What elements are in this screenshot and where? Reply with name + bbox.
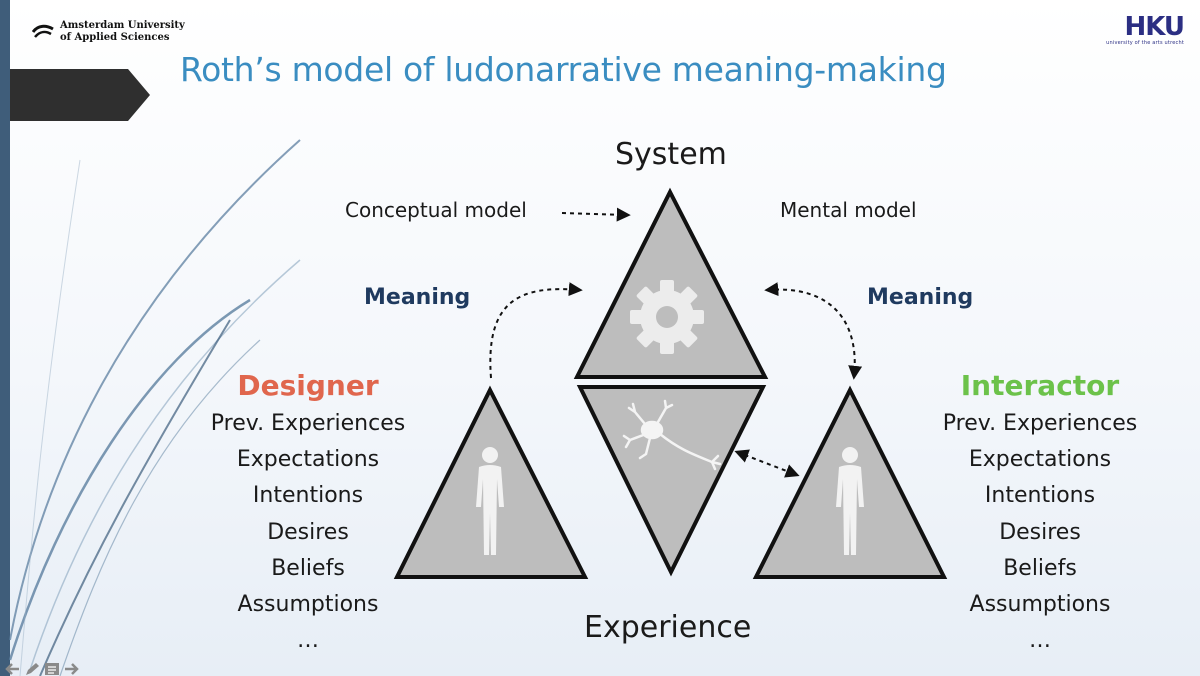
experience-interactor-arrow xyxy=(734,449,800,478)
back-arrow-icon[interactable] xyxy=(4,662,20,676)
designer-title: Designer xyxy=(237,369,379,402)
interactor-item: Assumptions xyxy=(969,592,1111,618)
hku-wordmark: HKU xyxy=(1124,12,1185,42)
hku-logo: HKU university of the arts utrecht xyxy=(1106,12,1185,46)
human-figure-icon xyxy=(476,447,504,555)
arrow-tab-decoration xyxy=(10,69,150,121)
designer-item: Intentions xyxy=(252,483,364,509)
slide-title: Roth’s model of ludonarrative meaning-ma… xyxy=(180,50,947,89)
amsterdam-university-logo: Amsterdam University of Applied Sciences xyxy=(32,20,185,44)
presentation-toolbar xyxy=(0,662,84,676)
designer-item: Expectations xyxy=(236,447,380,473)
left-accent-band xyxy=(0,0,10,676)
logo-line-1: Amsterdam University xyxy=(60,20,185,31)
experience-label: Experience xyxy=(584,610,752,645)
designer-item: Prev. Experiences xyxy=(210,411,406,436)
designer-item: … xyxy=(297,628,319,654)
conceptual-model-label: Conceptual model xyxy=(345,198,527,222)
interactor-item: Beliefs xyxy=(1003,555,1077,581)
interactor-title: Interactor xyxy=(960,369,1120,402)
interactor-item: Expectations xyxy=(968,447,1112,473)
logo-line-2: of Applied Sciences xyxy=(60,32,170,43)
wave-logo-icon xyxy=(32,24,54,38)
forward-arrow-icon[interactable] xyxy=(64,662,80,676)
designer-list: Designer Prev. Experiences Expectations … xyxy=(178,366,438,659)
pen-icon[interactable] xyxy=(24,662,40,676)
neuron-icon xyxy=(622,399,722,471)
mental-model-label: Mental model xyxy=(780,198,917,222)
experience-triangle xyxy=(576,385,767,577)
system-label: System xyxy=(615,137,727,172)
menu-icon[interactable] xyxy=(44,662,60,676)
interactor-meaning-arrow xyxy=(764,282,863,380)
designer-item: Beliefs xyxy=(271,555,345,581)
gear-icon xyxy=(630,280,704,354)
human-figure-icon xyxy=(836,447,864,555)
interactor-list: Interactor Prev. Experiences Expectation… xyxy=(910,366,1170,659)
interactor-item: Intentions xyxy=(984,483,1096,509)
conceptual-model-arrow xyxy=(561,207,631,222)
interactor-item: Prev. Experiences xyxy=(942,411,1138,436)
meaning-left-label: Meaning xyxy=(364,285,471,310)
designer-item: Assumptions xyxy=(237,592,379,618)
hku-tagline: university of the arts utrecht xyxy=(1106,40,1184,46)
interactor-item: … xyxy=(1029,628,1051,654)
designer-meaning-arrow xyxy=(489,282,583,379)
interactor-item: Desires xyxy=(999,519,1081,545)
meaning-right-label: Meaning xyxy=(867,285,974,310)
designer-item: Desires xyxy=(267,519,349,545)
